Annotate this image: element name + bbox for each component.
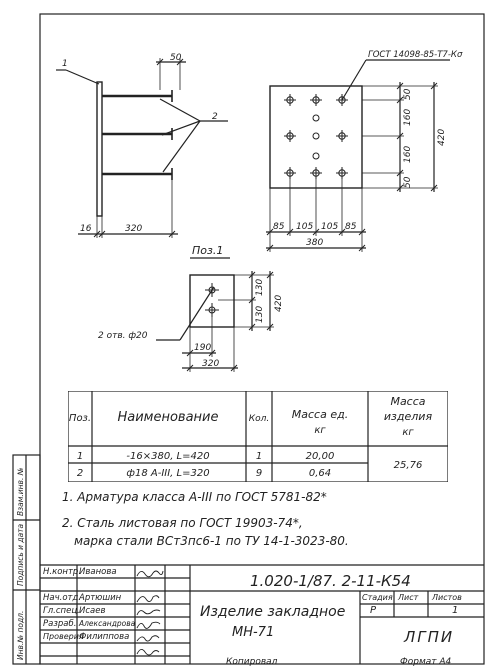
th-mass-unit-1: Масса ед.	[292, 408, 348, 421]
plan-dim-bottom-1: 105	[296, 222, 313, 232]
plan-dim-bottom-3: 85	[345, 222, 357, 232]
name-proveril: Филиппова	[79, 632, 130, 642]
stamp-replace-label: Взам.инв. №	[16, 467, 25, 516]
th-mass-item-2: изделия	[384, 410, 433, 423]
doc-code: 1.020-1/87. 2-11-К54	[250, 572, 411, 590]
role-proveril: Проверил	[43, 632, 85, 641]
plan-dim-bottom-0: 85	[273, 222, 285, 232]
row-2-name: ф18 А-III, L=320	[126, 468, 209, 479]
stamp-inv-label: Инв.№ подл.	[16, 611, 25, 660]
name-nach-otd: Артюшин	[79, 593, 122, 603]
pos1-dim-right-0: 130	[255, 279, 265, 296]
row-1-mass: 20,00	[306, 451, 335, 462]
pos1-detail	[156, 257, 274, 372]
pos1-dim-total-h: 420	[274, 295, 284, 312]
leader-2-label: 2	[212, 112, 218, 122]
sheets-label: Листов	[432, 593, 462, 602]
role-nach-otd: Нач.отд.	[43, 593, 82, 603]
pos1-holes-note: 2 отв. ф20	[98, 331, 148, 341]
org-name: ЛГПИ	[404, 628, 455, 646]
name-gl-spec: Исаев	[79, 606, 106, 616]
dim-50: 50	[170, 53, 182, 63]
th-qty: Кол.	[249, 414, 270, 424]
th-mass-item-1: Масса	[390, 395, 425, 408]
note-2: 2. Сталь листовая по ГОСТ 19903-74*,	[62, 516, 303, 530]
role-razrab: Разраб.	[43, 619, 77, 629]
pos1-title: Поз.1	[192, 244, 223, 257]
specification-table: Поз. Наименование Кол. Масса ед. кг Масс…	[68, 391, 448, 482]
row-1-name: -16×380, L=420	[126, 451, 209, 462]
row-2-pos: 2	[77, 468, 83, 479]
title-block-lines	[40, 564, 484, 664]
side-view	[56, 58, 228, 238]
th-mass-item-3: кг	[402, 427, 414, 438]
plan-dim-right-3: 50	[403, 176, 413, 188]
item-mark: МН-71	[232, 625, 275, 640]
signatures	[136, 570, 164, 656]
plan-dim-bottom-2: 105	[321, 222, 338, 232]
name-razrab: Александрова	[79, 619, 136, 628]
note-1: 1. Арматура класса А-III по ГОСТ 5781-82…	[62, 490, 327, 504]
row-2-qty: 9	[256, 468, 262, 479]
pos1-dim-320: 320	[202, 359, 219, 369]
stage-label: Стадия	[362, 593, 393, 602]
sheet-frame	[39, 13, 485, 665]
stud-markers	[284, 94, 348, 179]
item-name: Изделие закладное	[200, 604, 346, 620]
row-1-pos: 1	[77, 451, 83, 462]
dim-320-side: 320	[125, 224, 142, 234]
role-nkontr: Н.контр.	[43, 567, 82, 577]
plan-dim-right-0: 50	[403, 88, 413, 100]
th-name: Наименование	[117, 410, 218, 425]
total-mass: 25,76	[394, 460, 423, 471]
pos1-dim-190: 190	[194, 343, 211, 353]
pos1-dim-right-1: 130	[255, 306, 265, 323]
row-1-qty: 1	[256, 451, 262, 462]
gost-plate-note: ГОСТ 14098-85-Т7-Кσ	[368, 50, 463, 60]
th-mass-unit-2: кг	[314, 425, 326, 436]
plan-dim-total-h: 420	[437, 129, 447, 146]
plan-dim-right-2: 160	[403, 146, 413, 163]
note-3: марка стали ВСт3пс6-1 по ТУ 14-1-3023-80…	[74, 534, 349, 548]
stamp-sign-label: Подпись и дата	[16, 523, 25, 586]
plan-view	[266, 59, 450, 252]
footer-copied: Копировал	[226, 657, 278, 667]
dim-16: 16	[80, 224, 92, 234]
th-pos: Поз.	[69, 413, 91, 424]
plan-dim-total-w: 380	[306, 238, 323, 248]
sheets-value: 1	[452, 605, 459, 616]
role-gl-spec: Гл.спец.	[43, 606, 80, 616]
sheet-label: Лист	[398, 593, 419, 602]
name-nkontr: Иванова	[79, 567, 117, 577]
plan-dim-right-1: 160	[403, 109, 413, 126]
stage-value: Р	[370, 605, 377, 616]
footer-format: Формат А4	[400, 657, 452, 667]
leader-1-label: 1	[62, 59, 68, 69]
row-2-mass: 0,64	[309, 468, 331, 479]
